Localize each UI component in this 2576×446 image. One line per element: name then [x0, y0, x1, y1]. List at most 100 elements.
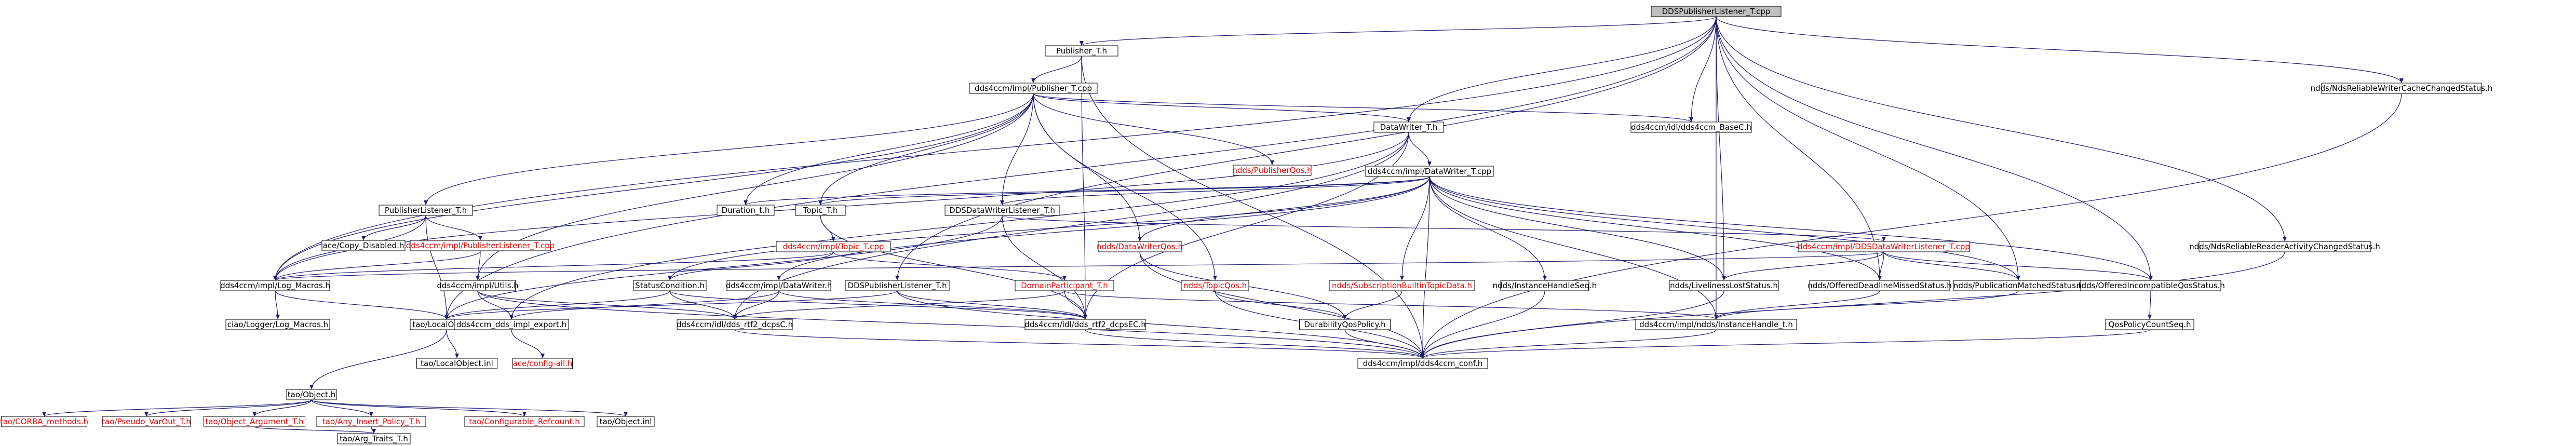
file-node-liveliness[interactable]: ndds/LivelinessLostStatus.h	[1669, 280, 1779, 291]
file-node-dwrh[interactable]: dds4ccm/impl/DataWriter.h	[726, 280, 832, 291]
file-node-objinl[interactable]: tao/Object.inl	[597, 416, 655, 427]
file-node-ddsdwl_cpp[interactable]: dds4ccm/impl/DDSDataWriterListener_T.cpp	[1798, 241, 1970, 252]
file-node-publ_h[interactable]: PublisherListener_T.h	[379, 205, 473, 216]
file-node-domainpart[interactable]: DomainParticipant_T.h	[1015, 280, 1114, 291]
file-node-copy_dis[interactable]: ace/Copy_Disabled.h	[321, 240, 406, 251]
include-edge	[275, 93, 1034, 281]
file-node-confref[interactable]: tao/Configurable_Refcount.h	[464, 416, 585, 427]
file-node-pseudo[interactable]: tao/Pseudo_VarOut_T.h	[102, 416, 191, 427]
include-edge	[1716, 16, 1880, 281]
file-node-box	[969, 83, 1098, 94]
include-edge	[1716, 16, 2019, 281]
file-node-qosseq[interactable]: QosPolicyCountSeq.h	[2105, 319, 2194, 330]
include-edge	[1716, 16, 2151, 281]
file-node-label: tao/LocalObject.inl	[421, 359, 493, 368]
file-node-pub_cpp[interactable]: dds4ccm/impl/Publisher_T.cpp	[969, 83, 1098, 94]
file-node-pub_h[interactable]: Publisher_T.h	[1045, 45, 1118, 57]
file-node-ddsec[interactable]: dds4ccm/idl/dds_rtf2_dcpsEC.h	[1024, 319, 1146, 330]
file-node-subbuiltin[interactable]: ndds/SubscriptionBuiltinTopicData.h	[1329, 280, 1475, 291]
include-edge	[1344, 329, 1423, 359]
file-node-pubqos[interactable]: ndds/PublisherQos.h	[1232, 165, 1312, 176]
file-node-topic_h[interactable]: Topic_T.h	[795, 205, 846, 216]
edge-arrowhead	[455, 354, 459, 358]
file-node-ihandle[interactable]: dds4ccm/impl/ndds/InstanceHandle_t.h	[1635, 319, 1797, 330]
include-edge	[311, 329, 447, 390]
include-edge	[446, 290, 898, 320]
include-edge	[275, 290, 447, 320]
file-node-argtraits[interactable]: tao/Arg_Traits_T.h	[337, 433, 411, 444]
file-node-label: dds4ccm/impl/Publisher_T.cpp	[975, 84, 1092, 93]
file-node-incompat[interactable]: ndds/OfferedIncompatibleQosStatus.h	[2076, 280, 2225, 291]
file-node-rwcache[interactable]: ndds/NdsReliableWriterCacheChangedStatus…	[2311, 83, 2493, 94]
edge-arrowhead	[2283, 237, 2287, 241]
file-node-basec[interactable]: dds4ccm/idl/dds4ccm_BaseC.h	[1630, 121, 1752, 133]
file-node-label: ndds/NdsReliableReaderActivityChangedSta…	[2189, 242, 2380, 251]
file-node-objarg[interactable]: tao/Object_Argument_T.h	[204, 416, 305, 427]
file-node-anyins[interactable]: tao/Any_Insert_Policy_T.h	[316, 416, 426, 427]
file-node-pubcpp_red[interactable]: dds4ccm/impl/PublisherListener_T.cpp	[406, 240, 555, 251]
file-node-rractivity[interactable]: ndds/NdsReliableReaderActivityChangedSta…	[2189, 241, 2380, 252]
file-node-ddsdwl_h[interactable]: DDSDataWriterListener_T.h	[945, 205, 1060, 216]
include-edge	[1716, 290, 2019, 320]
file-node-label: StatusCondition.h	[635, 281, 705, 290]
file-node-utils[interactable]: dds4ccm/impl/Utils.h	[437, 280, 519, 291]
edge-arrowhead	[1062, 276, 1067, 280]
file-node-durqos[interactable]: DurabilityQosPolicy.h	[1299, 319, 1391, 330]
file-node-label: ndds/OfferedDeadlineMissedStatus.h	[1808, 281, 1952, 290]
include-edge	[425, 215, 481, 241]
file-node-corba[interactable]: tao/CORBA_methods.h	[0, 416, 88, 427]
file-node-pubmatched[interactable]: ndds/PublicationMatchedStatus.h	[1953, 280, 2084, 291]
file-node-aceconfig[interactable]: ace/config-all.h	[512, 358, 573, 369]
edge-arrowhead	[1080, 41, 1084, 46]
file-node-box	[795, 205, 846, 216]
include-edge	[254, 399, 312, 417]
file-node-localinl[interactable]: tao/LocalObject.inl	[416, 358, 497, 369]
include-edge	[669, 290, 1086, 320]
edge-arrowhead	[509, 315, 514, 319]
edge-arrowhead	[1714, 315, 1718, 319]
include-edge	[425, 215, 447, 320]
file-node-ddsexport[interactable]: dds4ccm_dds_impl_export.h	[454, 319, 569, 330]
include-edge	[1215, 290, 1345, 320]
file-node-deadline[interactable]: ndds/OfferedDeadlineMissedStatus.h	[1808, 280, 1952, 291]
include-edge	[1422, 329, 2150, 359]
file-node-box	[726, 280, 831, 291]
file-node-ihseq[interactable]: ndds/InstanceHandleSeq.h	[1493, 280, 1597, 291]
include-edge	[146, 399, 312, 417]
edge-arrowhead	[1689, 117, 1693, 122]
file-node-label: dds4ccm_dds_impl_export.h	[456, 320, 567, 330]
edge-arrowhead	[541, 354, 545, 358]
file-node-dw_h[interactable]: DataWriter_T.h	[1373, 121, 1444, 133]
file-node-conf[interactable]: dds4ccm/impl/dds4ccm_conf.h	[1357, 358, 1488, 369]
include-edge	[1429, 176, 2019, 281]
file-node-duration[interactable]: Duration_t.h	[717, 205, 775, 216]
file-node-label: ciao/Logger/Log_Macros.h	[227, 320, 328, 330]
file-node-dwqos[interactable]: ndds/DataWriterQos.h	[1097, 241, 1183, 252]
file-node-ddspubl[interactable]: DDSPublisherListener_T.h	[845, 280, 950, 291]
include-edge	[511, 132, 1409, 320]
include-edge	[1716, 16, 2285, 242]
edge-arrowhead	[1083, 315, 1087, 319]
edge-arrowhead	[744, 200, 748, 205]
file-node-label: DDSPublisherListener_T.cpp	[1662, 7, 1771, 17]
edge-arrowhead	[2148, 315, 2152, 319]
file-node-box	[1630, 121, 1752, 133]
file-node-label: tao/Configurable_Refcount.h	[469, 417, 580, 427]
file-node-object[interactable]: tao/Object.h	[286, 389, 337, 400]
include-edge	[477, 290, 735, 320]
file-node-dw_cpp[interactable]: dds4ccm/impl/DataWriter_T.cpp	[1365, 166, 1494, 177]
include-edge	[833, 251, 1065, 281]
include-edge	[1033, 93, 1216, 281]
file-node-root[interactable]: DDSPublisherListener_T.cpp	[1651, 6, 1782, 17]
file-node-label: Topic_T.h	[803, 206, 838, 215]
file-node-statuscond[interactable]: StatusCondition.h	[633, 280, 707, 291]
file-node-logmacros[interactable]: dds4ccm/impl/Log_Macros.h	[220, 280, 330, 291]
include-edge	[477, 93, 1034, 281]
file-node-label: DurabilityQosPolicy.h	[1304, 320, 1385, 329]
edge-arrowhead	[522, 412, 527, 416]
file-node-ddsc[interactable]: dds4ccm/idl/dds_rtf2_dcpsC.h	[677, 319, 793, 330]
file-node-topic_cpp[interactable]: dds4ccm/impl/Topic_T.cpp	[776, 241, 891, 252]
file-node-topicqos[interactable]: ndds/TopicQos.h	[1181, 280, 1249, 291]
file-node-logger[interactable]: ciao/Logger/Log_Macros.h	[225, 319, 330, 330]
file-node-box	[321, 240, 406, 251]
